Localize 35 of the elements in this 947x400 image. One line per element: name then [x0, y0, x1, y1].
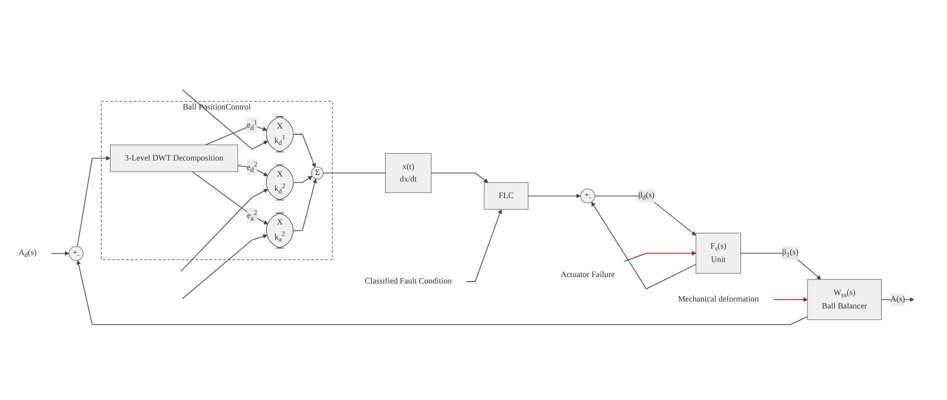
arrow [293, 134, 316, 168]
node-box: F$_{s}$(s) Unit [696, 232, 741, 274]
arrow [293, 178, 317, 232]
edge-label: β$_{d}$(s) [638, 190, 655, 202]
arrow [76, 260, 808, 325]
node-text: Actuator Failure [560, 270, 615, 280]
arrow [466, 209, 502, 282]
node-text: Classified Fault Condition [364, 276, 452, 286]
arrow [293, 176, 312, 183]
arrow [182, 234, 268, 299]
edge-label: A(s) [890, 294, 906, 304]
arrow [623, 250, 696, 262]
arrow [50, 251, 70, 256]
arrow [182, 89, 268, 150]
arrow [591, 202, 696, 290]
node-circle: +$_{-}$ [580, 188, 596, 204]
node-text: Mechanical deformation [678, 294, 759, 304]
node-box: W$_{ss}$(s) Ball Balancer [807, 279, 882, 320]
arrow [180, 188, 268, 272]
arrow [528, 194, 581, 198]
node-text: A$_{d}$(s) [18, 248, 37, 259]
arrow [772, 297, 808, 302]
connector [322, 172, 386, 174]
arrow [430, 172, 488, 183]
node-circle: +$_{-}$ [68, 246, 84, 261]
node-box: FLC [484, 182, 528, 210]
arrow [740, 252, 822, 280]
arrow [76, 156, 110, 247]
arrow [192, 171, 268, 224]
arrow [594, 196, 696, 236]
edge-label: β$_{1}$(s) [782, 248, 798, 258]
node-box: 3-Level DWT Decomposition [110, 144, 238, 172]
node-circle: Σ [311, 166, 324, 180]
arrow [205, 124, 268, 146]
node-box: x(t) dx/dt [385, 153, 432, 193]
